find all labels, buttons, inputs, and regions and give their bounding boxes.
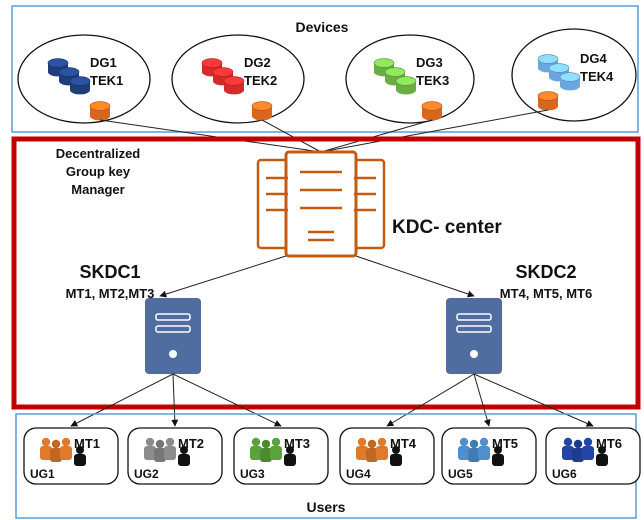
devices-panel xyxy=(11,5,639,133)
user-group-ug: UG1 xyxy=(30,467,55,481)
skdc1-title: SKDC1 xyxy=(79,262,140,282)
manager-label-line-2: Group key xyxy=(66,164,131,179)
user-group-mt: MT2 xyxy=(178,436,204,451)
user-group-ug: UG6 xyxy=(552,467,577,481)
skdc-to-user-group-arrow xyxy=(171,373,179,427)
manager-label-line-3: Manager xyxy=(71,182,124,197)
device-to-kdc-line xyxy=(320,119,433,153)
device-group-name: DG1 xyxy=(90,55,117,70)
skdc-to-user-group-arrow xyxy=(172,373,282,427)
kdc-to-skdc2-arrow xyxy=(355,255,475,298)
devices-title: Devices xyxy=(296,19,349,35)
people-icon xyxy=(356,437,402,466)
user-group-ug: UG5 xyxy=(448,467,473,481)
device-disk-icon xyxy=(559,72,581,91)
device-disk-icon xyxy=(395,76,417,95)
users-title: Users xyxy=(307,499,346,515)
people-icon xyxy=(562,437,608,466)
decentralized-manager-frame xyxy=(11,136,641,410)
device-group-tek: TEK4 xyxy=(580,69,614,84)
skdc-to-user-group-arrow xyxy=(473,373,491,427)
device-disk-icon xyxy=(69,76,91,95)
key-cylinder-icon xyxy=(89,101,111,121)
device-to-kdc-line xyxy=(320,109,549,153)
user-group-mt: MT3 xyxy=(284,436,310,451)
user-group-ug: UG3 xyxy=(240,467,265,481)
key-cylinder-icon xyxy=(251,101,273,121)
people-icon xyxy=(250,437,296,466)
user-group-ug: UG2 xyxy=(134,467,159,481)
server-tower-icon xyxy=(256,150,386,258)
skdc2-title: SKDC2 xyxy=(515,262,576,282)
device-group-name: DG3 xyxy=(416,55,443,70)
people-icon xyxy=(144,437,190,466)
device-group-tek: TEK3 xyxy=(416,73,449,88)
skdc2-mt-list: MT4, MT5, MT6 xyxy=(500,286,592,301)
user-group-mt: MT6 xyxy=(596,436,622,451)
key-cylinder-icon xyxy=(421,101,443,121)
skdc1-mt-list: MT1, MT2,MT3 xyxy=(66,286,155,301)
device-group-name: DG4 xyxy=(580,51,608,66)
skdc-to-user-group-arrow xyxy=(473,373,594,427)
kdc-to-skdc1-arrow xyxy=(159,255,287,298)
device-to-kdc-line xyxy=(261,119,322,153)
manager-label-line-1: Decentralized xyxy=(56,146,141,161)
skdc1-server-icon xyxy=(145,298,201,374)
user-group-mt: MT4 xyxy=(390,436,417,451)
skdc-to-user-group-arrow xyxy=(70,373,174,427)
kdc-center-label: KDC- center xyxy=(392,217,502,238)
device-disk-icon xyxy=(223,76,245,95)
user-group-ug: UG4 xyxy=(346,467,371,481)
people-icon xyxy=(40,437,86,466)
device-group-tek: TEK2 xyxy=(244,73,277,88)
device-disk-icon xyxy=(201,58,223,77)
skdc2-server-icon xyxy=(446,298,502,374)
key-cylinder-icon xyxy=(537,91,559,111)
device-to-kdc-line xyxy=(99,119,322,153)
user-group-mt: MT1 xyxy=(74,436,100,451)
device-group-name: DG2 xyxy=(244,55,271,70)
skdc-to-user-group-arrow xyxy=(386,373,475,427)
people-icon xyxy=(458,437,504,466)
user-group-mt: MT5 xyxy=(492,436,518,451)
device-group-tek: TEK1 xyxy=(90,73,123,88)
